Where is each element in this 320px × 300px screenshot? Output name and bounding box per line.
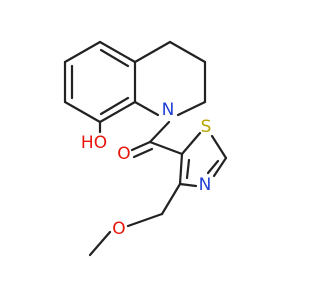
bond — [148, 140, 184, 156]
bond-set — [63, 40, 228, 257]
structure-svg: HO N O S N O — [63, 40, 228, 257]
bond — [98, 40, 137, 64]
hydroxyl-label: HO — [81, 133, 107, 153]
thiazole-nitrogen-label: N — [199, 175, 212, 195]
thiazole-sulfur-label: S — [201, 117, 212, 137]
ring-nitrogen-label: N — [162, 100, 175, 120]
bond — [133, 100, 160, 117]
bond — [178, 182, 198, 188]
bond — [180, 131, 202, 156]
bond — [176, 100, 207, 117]
double-bond-inner — [206, 159, 220, 175]
bond — [63, 40, 102, 64]
bond — [168, 40, 207, 64]
ether-oxygen-label: O — [112, 219, 125, 239]
double-bond-inner — [132, 147, 154, 159]
bond — [126, 212, 164, 228]
bond — [148, 120, 171, 144]
bond — [63, 100, 102, 124]
double-bond-inner — [99, 96, 130, 116]
bond — [133, 40, 172, 64]
atom-labels: HO N O S N O — [81, 100, 211, 239]
bond — [212, 156, 228, 178]
double-bond-inner — [185, 158, 191, 180]
bond — [178, 152, 184, 186]
molecule-diagram: HO N O S N O — [63, 40, 228, 257]
bond — [88, 230, 112, 257]
carbonyl-oxygen-label: O — [117, 144, 130, 164]
bond — [160, 182, 182, 216]
bond — [210, 134, 228, 160]
bond — [130, 140, 152, 152]
double-bond-inner — [99, 48, 130, 68]
bond — [98, 100, 137, 124]
